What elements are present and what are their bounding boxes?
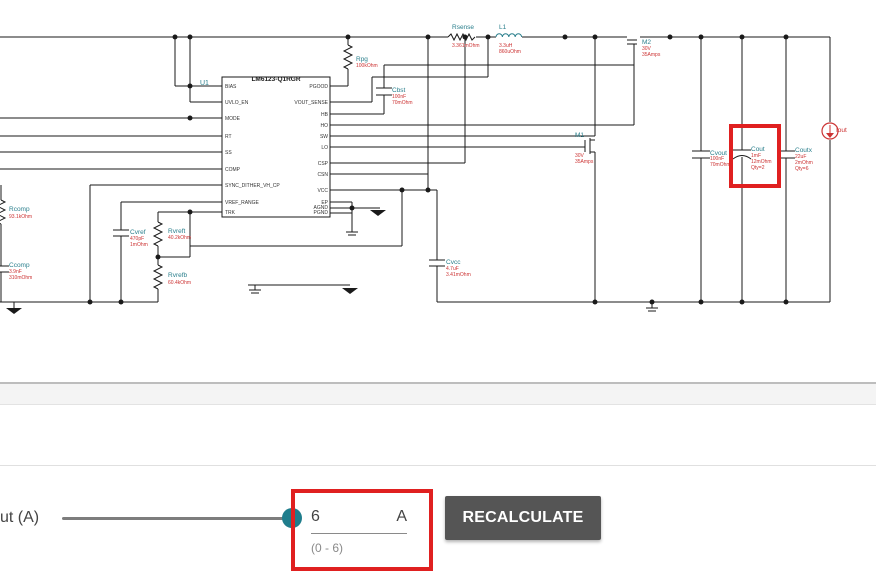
cbst-value-2: 70mOhm: [392, 100, 413, 106]
pin-right-1: VOUT_SENSE: [294, 100, 328, 106]
pin-left-3: RT: [225, 134, 232, 140]
rsense-value: 3.361mOhm: [452, 43, 480, 49]
pin-right-7: CSN: [317, 172, 328, 178]
rsense-name: Rsense: [452, 24, 474, 31]
pin-left-0: BIAS: [225, 84, 237, 90]
pin-left-8: TRK: [225, 210, 236, 216]
cvout-name: Cvout: [710, 150, 727, 157]
rvrefb-value: 60.4kOhm: [168, 280, 191, 286]
pin-right-8: VCC: [317, 188, 328, 194]
rvreft-name: Rvreft: [168, 228, 186, 235]
pin-left-5: COMP: [225, 167, 241, 173]
ic-name-label: LM6123-Q1RGR: [251, 76, 300, 83]
cvcc-name: Cvcc: [446, 259, 461, 266]
rvreft-value: 40.2kOhm: [168, 235, 191, 241]
cvref-value-1: 470pF: [130, 236, 144, 242]
m1-value-1: 30V: [575, 153, 585, 159]
l1-value-2: 860uOhm: [499, 49, 521, 55]
ccomp-name: Ccomp: [9, 262, 30, 269]
pin-left-7: VREF_RANGE: [225, 200, 260, 206]
m1-value-2: 35Amps: [575, 159, 594, 165]
section-band: [0, 384, 876, 405]
coutx-value-1: 22uF: [795, 154, 806, 160]
l1-value-1: 3.3uH: [499, 43, 513, 49]
cvcc-value-1: 4.7uF: [446, 266, 459, 272]
iout-label: ut (A): [0, 509, 40, 526]
m2-value-2: 35Amps: [642, 52, 661, 58]
cvref-value-2: 1mOhm: [130, 242, 148, 248]
coutx-value-3: Qty=6: [795, 166, 809, 172]
rcomp-value: 93.1kOhm: [9, 214, 32, 220]
iout-unit-label: A: [396, 508, 407, 525]
m2-value-1: 30V: [642, 46, 652, 52]
cout-value-2: 12mOhm: [751, 159, 772, 165]
iout-range-hint: (0 - 6): [311, 541, 344, 555]
ic-ref-label: U1: [200, 80, 209, 87]
pin-right-6: CSP: [318, 161, 329, 167]
cbst-name: Cbst: [392, 87, 406, 94]
ccomp-value-1: 3.9nF: [9, 269, 22, 275]
current-source-icon: [821, 122, 839, 140]
m1-name: M1: [575, 132, 584, 139]
rpg-value: 100kOhm: [356, 63, 378, 69]
cbst-value-1: 100nF: [392, 94, 406, 100]
cvout-value-1: 100nF: [710, 156, 724, 162]
cout-name: Cout: [751, 146, 765, 153]
iout-input-highlight: 6 A (0 - 6): [291, 489, 433, 571]
pin-left-6: SYNC_DITHER_VH_CP: [225, 183, 280, 189]
pin-right-4: SW: [320, 134, 328, 140]
pin-right-3: HO: [321, 123, 329, 129]
coutx-name: Coutx: [795, 147, 813, 154]
pin-right-2: HB: [321, 112, 329, 118]
pin-right-5: LO: [321, 145, 328, 151]
rvrefb-name: Rvrefb: [168, 272, 188, 279]
recalculate-button[interactable]: RECALCULATE: [445, 496, 601, 540]
panel-divider: [0, 465, 876, 466]
pin-left-2: MODE: [225, 116, 241, 122]
iout-name: Iout: [836, 127, 847, 134]
rcomp-name: Rcomp: [9, 206, 30, 213]
pin-left-1: UVLO_EN: [225, 100, 249, 106]
ccomp-value-2: 310mOhm: [9, 275, 32, 281]
pin-left-4: SS: [225, 150, 232, 156]
iout-input-underline: [311, 533, 407, 534]
cvcc-value-2: 3.41mOhm: [446, 272, 471, 278]
cout-highlight-box: [729, 124, 781, 188]
rpg-name: Rpg: [356, 56, 368, 63]
schematic-canvas: U1 LM6123-Q1RGR BIAS UVLO_EN MODE RT SS …: [0, 24, 848, 314]
schematic-divider: [0, 382, 876, 384]
iout-slider-track[interactable]: [62, 517, 292, 520]
l1-name: L1: [499, 24, 507, 31]
iout-input[interactable]: 6: [311, 508, 320, 525]
cout-value-1: 1mF: [751, 153, 761, 159]
cvref-name: Cvref: [130, 229, 146, 236]
cvout-value-2: 70mOhm: [710, 162, 731, 168]
pin-right-11: PGND: [314, 210, 329, 216]
m2-name: M2: [642, 39, 651, 46]
coutx-value-2: 2mOhm: [795, 160, 813, 166]
pin-right-0: PGOOD: [309, 84, 328, 90]
cout-value-3: Qty=2: [751, 165, 765, 171]
pin-right-10: AGND: [314, 205, 329, 211]
pin-right-9: EP: [321, 200, 328, 206]
